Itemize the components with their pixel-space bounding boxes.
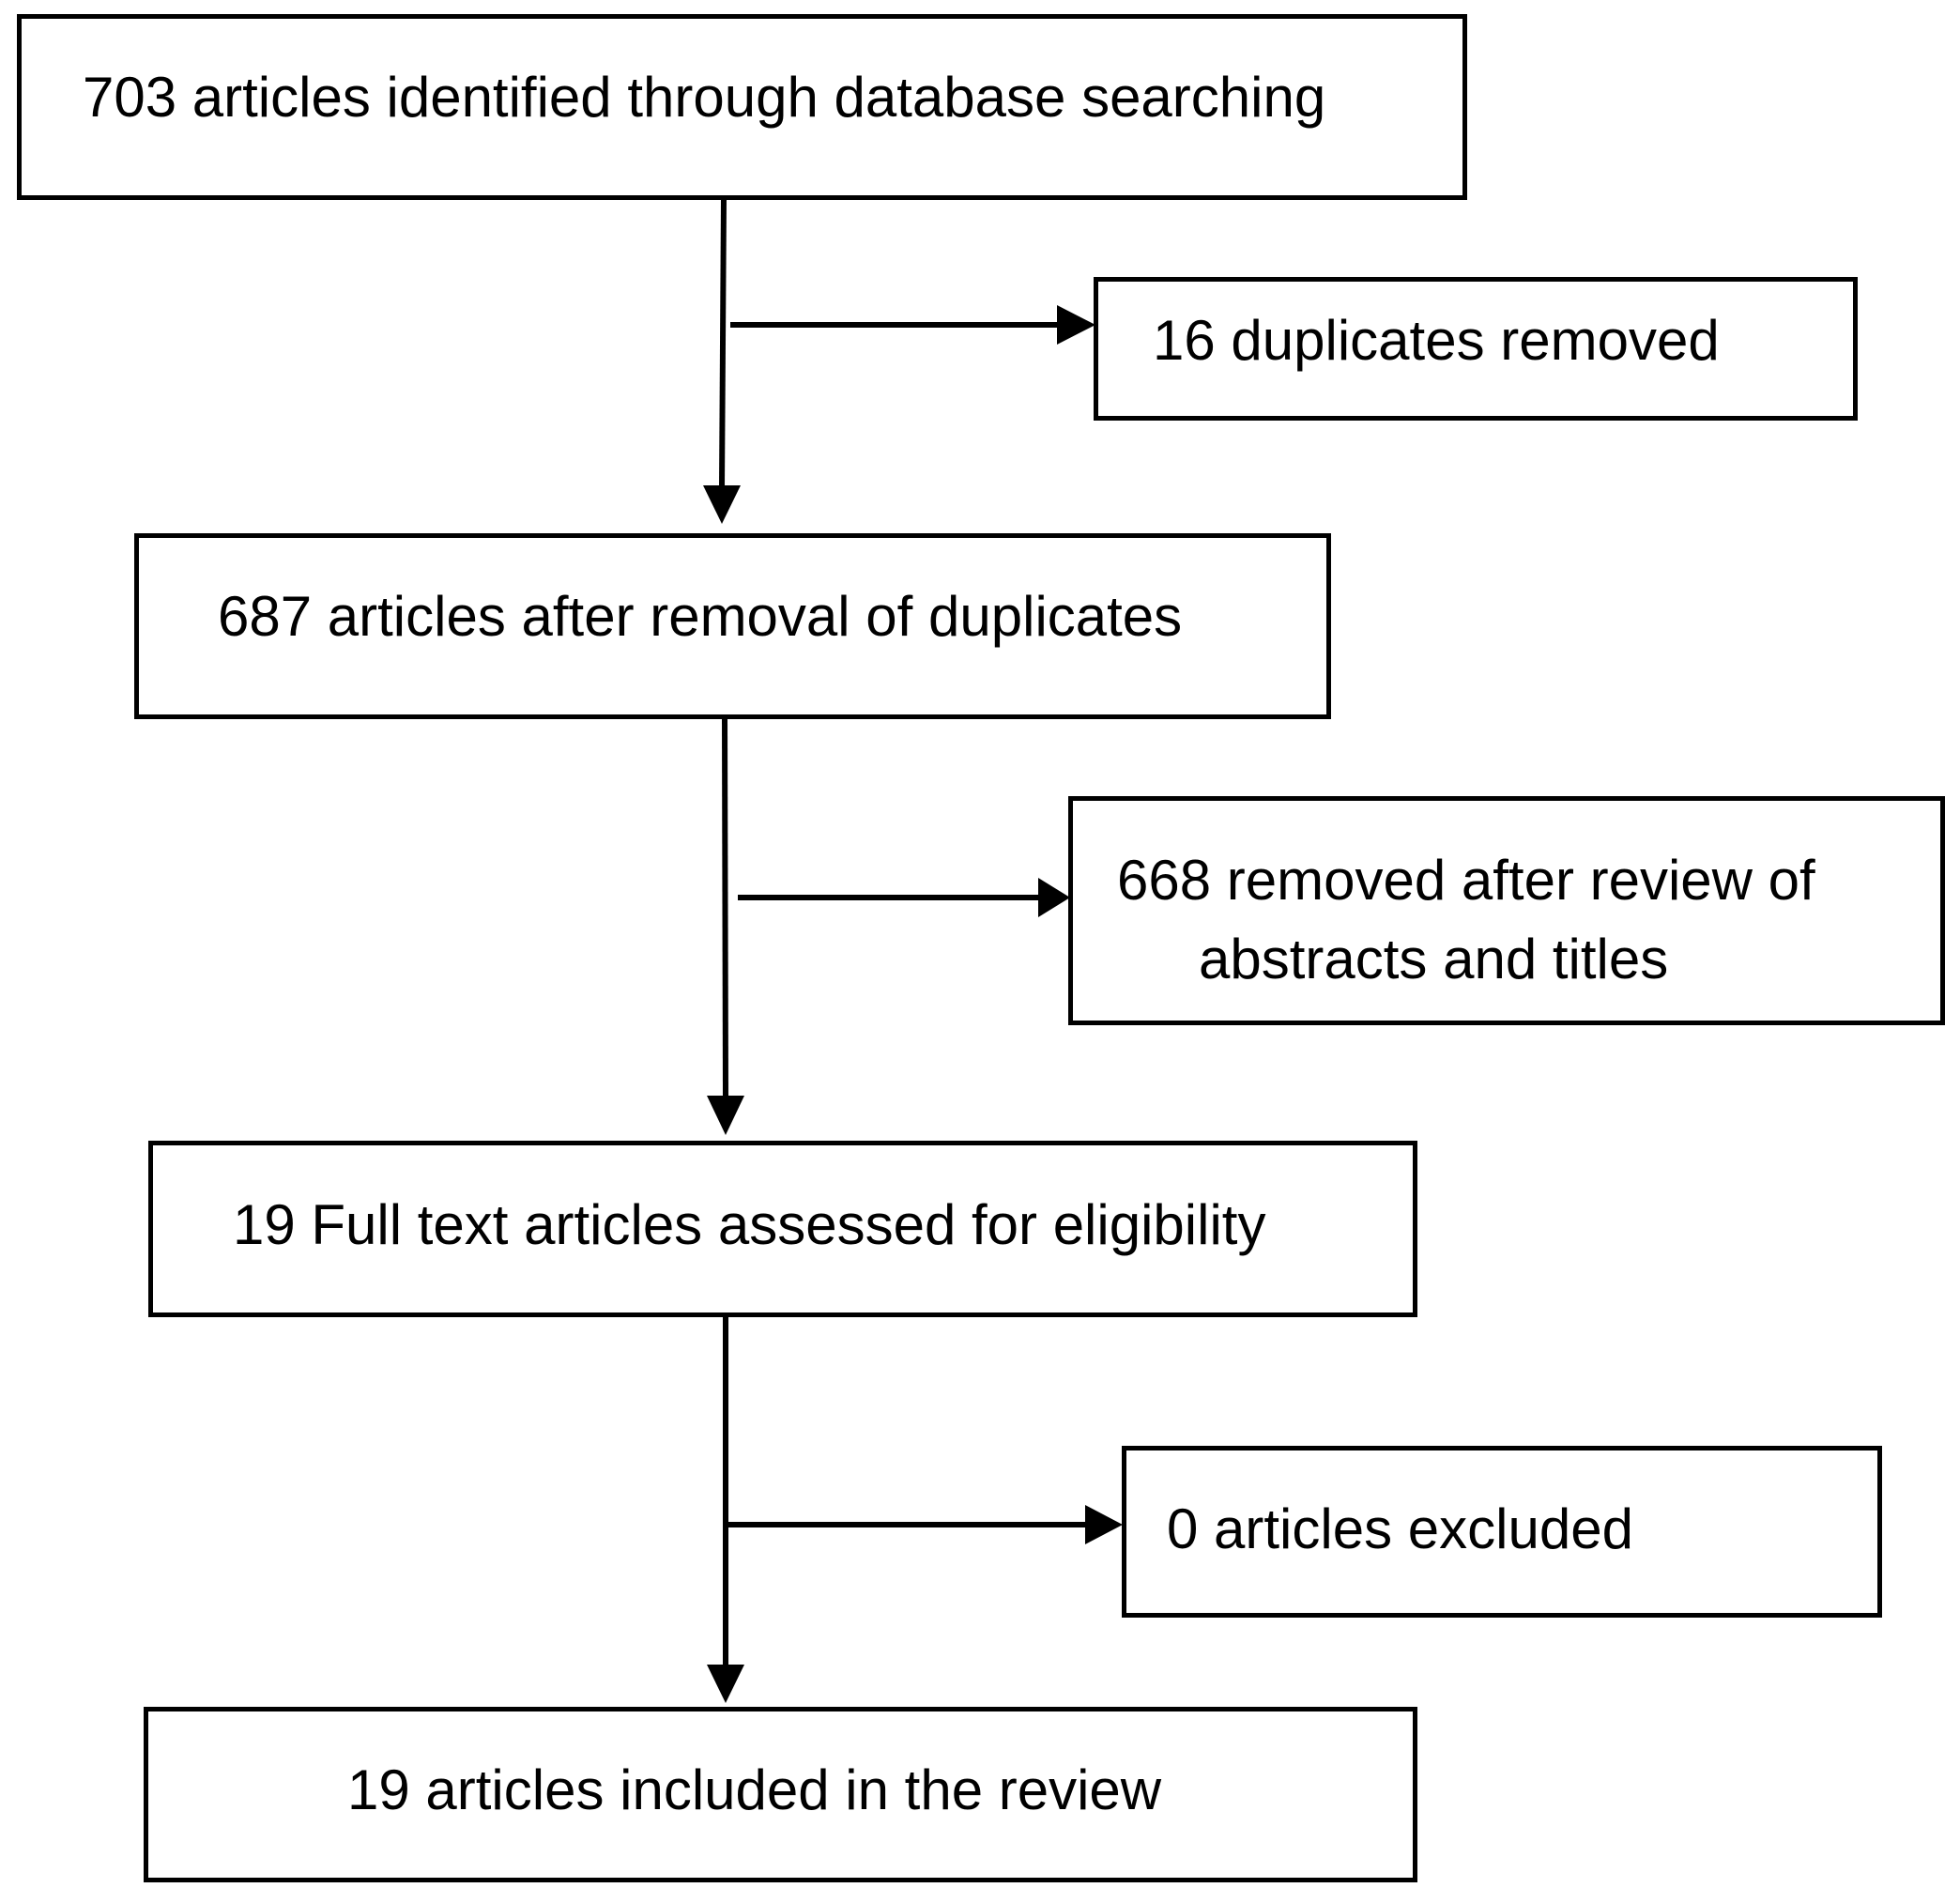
duplicates-removed-text: 16 duplicates removed	[1153, 309, 1720, 372]
arrowhead-right-1	[1057, 305, 1095, 345]
connector-1-vertical	[719, 198, 727, 489]
included-box	[144, 1707, 1417, 1882]
after-duplicates-text: 687 articles after removal of duplicates	[218, 585, 1183, 648]
arrowhead-down-1	[703, 485, 741, 524]
connector-2-vertical	[722, 717, 728, 1099]
removed-after-review-text-line2: abstracts and titles	[1199, 928, 1669, 990]
arrowhead-down-2	[707, 1096, 744, 1135]
identified-box	[17, 14, 1467, 200]
included-text: 19 articles included in the review	[347, 1758, 1162, 1821]
after-duplicates-box	[134, 533, 1331, 719]
arrowhead-down-3	[707, 1665, 744, 1703]
removed-after-review-text-line1: 668 removed after review of	[1117, 849, 1815, 912]
arrowhead-right-3	[1085, 1505, 1123, 1544]
excluded-box	[1122, 1446, 1882, 1618]
full-text-assessed-box	[148, 1141, 1417, 1317]
duplicates-removed-box	[1094, 277, 1858, 421]
identified-text: 703 articles identified through database…	[83, 66, 1326, 129]
full-text-assessed-text: 19 Full text articles assessed for eligi…	[233, 1193, 1266, 1256]
excluded-text: 0 articles excluded	[1167, 1497, 1633, 1560]
removed-after-review-box	[1068, 796, 1945, 1025]
arrowhead-right-2	[1038, 878, 1070, 917]
